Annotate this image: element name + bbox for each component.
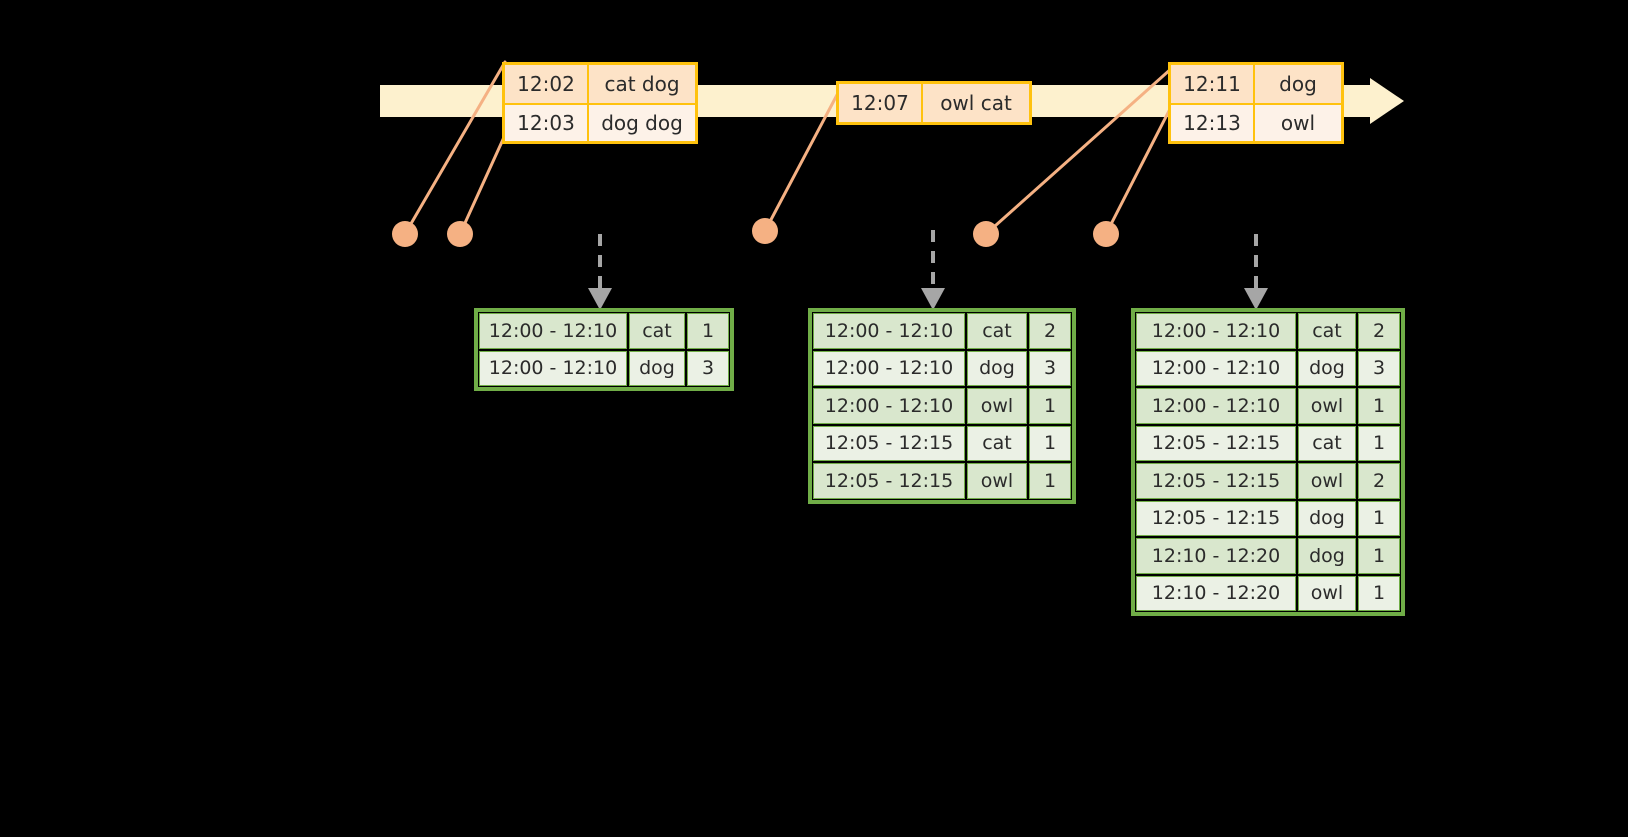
connector-line-2 <box>458 133 507 236</box>
connector-dot-2 <box>447 221 473 247</box>
table-cell-word: owl <box>1298 575 1356 611</box>
table-cell-word: dog <box>1298 500 1356 536</box>
table-cell-count: 1 <box>687 313 729 349</box>
flow-arrow-head-3 <box>1244 288 1268 310</box>
event-text: owl <box>1255 105 1341 141</box>
table-cell-window: 12:05 - 12:15 <box>1136 463 1296 499</box>
table-cell-count: 2 <box>1029 313 1071 349</box>
table-cell-word: cat <box>1298 425 1356 461</box>
table-cell-word: owl <box>967 463 1027 499</box>
table-cell-window: 12:10 - 12:20 <box>1136 538 1296 574</box>
timeline-arrowhead-icon <box>1370 78 1404 124</box>
table-cell-window: 12:00 - 12:10 <box>1136 388 1296 424</box>
table-cell-window: 12:05 - 12:15 <box>813 463 965 499</box>
connector-line-5 <box>1104 103 1174 236</box>
table-cell-window: 12:00 - 12:10 <box>813 350 965 386</box>
connector-dot-4 <box>973 221 999 247</box>
connector-dot-3 <box>752 218 778 244</box>
connector-dot-5 <box>1093 221 1119 247</box>
timeline-event-box-2: 12:07 owl cat <box>836 81 1032 125</box>
table-cell-word: cat <box>967 313 1027 349</box>
timeline-event-row: 12:11 dog <box>1171 65 1341 103</box>
table-cell-word: cat <box>967 425 1027 461</box>
event-time: 12:02 <box>505 65 589 103</box>
table-cell-word: cat <box>1298 313 1356 349</box>
table-cell-window: 12:00 - 12:10 <box>813 388 965 424</box>
timeline-event-row: 12:02 cat dog <box>505 65 695 103</box>
table-cell-window: 12:00 - 12:10 <box>479 313 627 349</box>
table-cell-count: 1 <box>1029 388 1071 424</box>
table-cell-word: cat <box>629 313 685 349</box>
timeline-event-box-3: 12:11 dog 12:13 owl <box>1168 62 1344 144</box>
timeline-event-row: 12:07 owl cat <box>839 84 1029 122</box>
table-cell-count: 2 <box>1358 463 1400 499</box>
table-cell-word: dog <box>1298 538 1356 574</box>
table-cell-count: 1 <box>1029 425 1071 461</box>
table-cell-window: 12:05 - 12:15 <box>813 425 965 461</box>
flow-arrow-head-2 <box>921 288 945 310</box>
table-cell-count: 3 <box>1029 350 1071 386</box>
table-cell-window: 12:05 - 12:15 <box>1136 500 1296 536</box>
table-cell-count: 3 <box>687 350 729 386</box>
table-cell-count: 2 <box>1358 313 1400 349</box>
table-cell-word: owl <box>1298 463 1356 499</box>
table-cell-count: 1 <box>1358 538 1400 574</box>
timeline-event-row: 12:03 dog dog <box>505 103 695 141</box>
event-text: dog <box>1255 65 1341 103</box>
table-cell-count: 1 <box>1358 575 1400 611</box>
timeline-event-row: 12:13 owl <box>1171 103 1341 141</box>
table-cell-count: 1 <box>1358 388 1400 424</box>
event-text: dog dog <box>589 105 695 141</box>
table-cell-window: 12:00 - 12:10 <box>1136 313 1296 349</box>
table-cell-count: 1 <box>1358 425 1400 461</box>
table-cell-word: dog <box>967 350 1027 386</box>
table-cell-count: 1 <box>1358 500 1400 536</box>
table-cell-window: 12:05 - 12:15 <box>1136 425 1296 461</box>
table-cell-window: 12:00 - 12:10 <box>479 350 627 386</box>
event-time: 12:03 <box>505 105 589 141</box>
table-cell-count: 3 <box>1358 350 1400 386</box>
event-time: 12:07 <box>839 84 923 122</box>
table-cell-word: owl <box>967 388 1027 424</box>
event-time: 12:13 <box>1171 105 1255 141</box>
table-cell-word: dog <box>629 350 685 386</box>
table-cell-window: 12:00 - 12:10 <box>813 313 965 349</box>
timeline-event-box-1: 12:02 cat dog 12:03 dog dog <box>502 62 698 144</box>
event-time: 12:11 <box>1171 65 1255 103</box>
table-cell-count: 1 <box>1029 463 1071 499</box>
table-cell-window: 12:00 - 12:10 <box>1136 350 1296 386</box>
table-cell-word: dog <box>1298 350 1356 386</box>
event-text: cat dog <box>589 65 695 103</box>
event-text: owl cat <box>923 84 1029 122</box>
table-cell-window: 12:10 - 12:20 <box>1136 575 1296 611</box>
table-cell-word: owl <box>1298 388 1356 424</box>
connector-dot-1 <box>392 221 418 247</box>
flow-arrow-head-1 <box>588 288 612 310</box>
